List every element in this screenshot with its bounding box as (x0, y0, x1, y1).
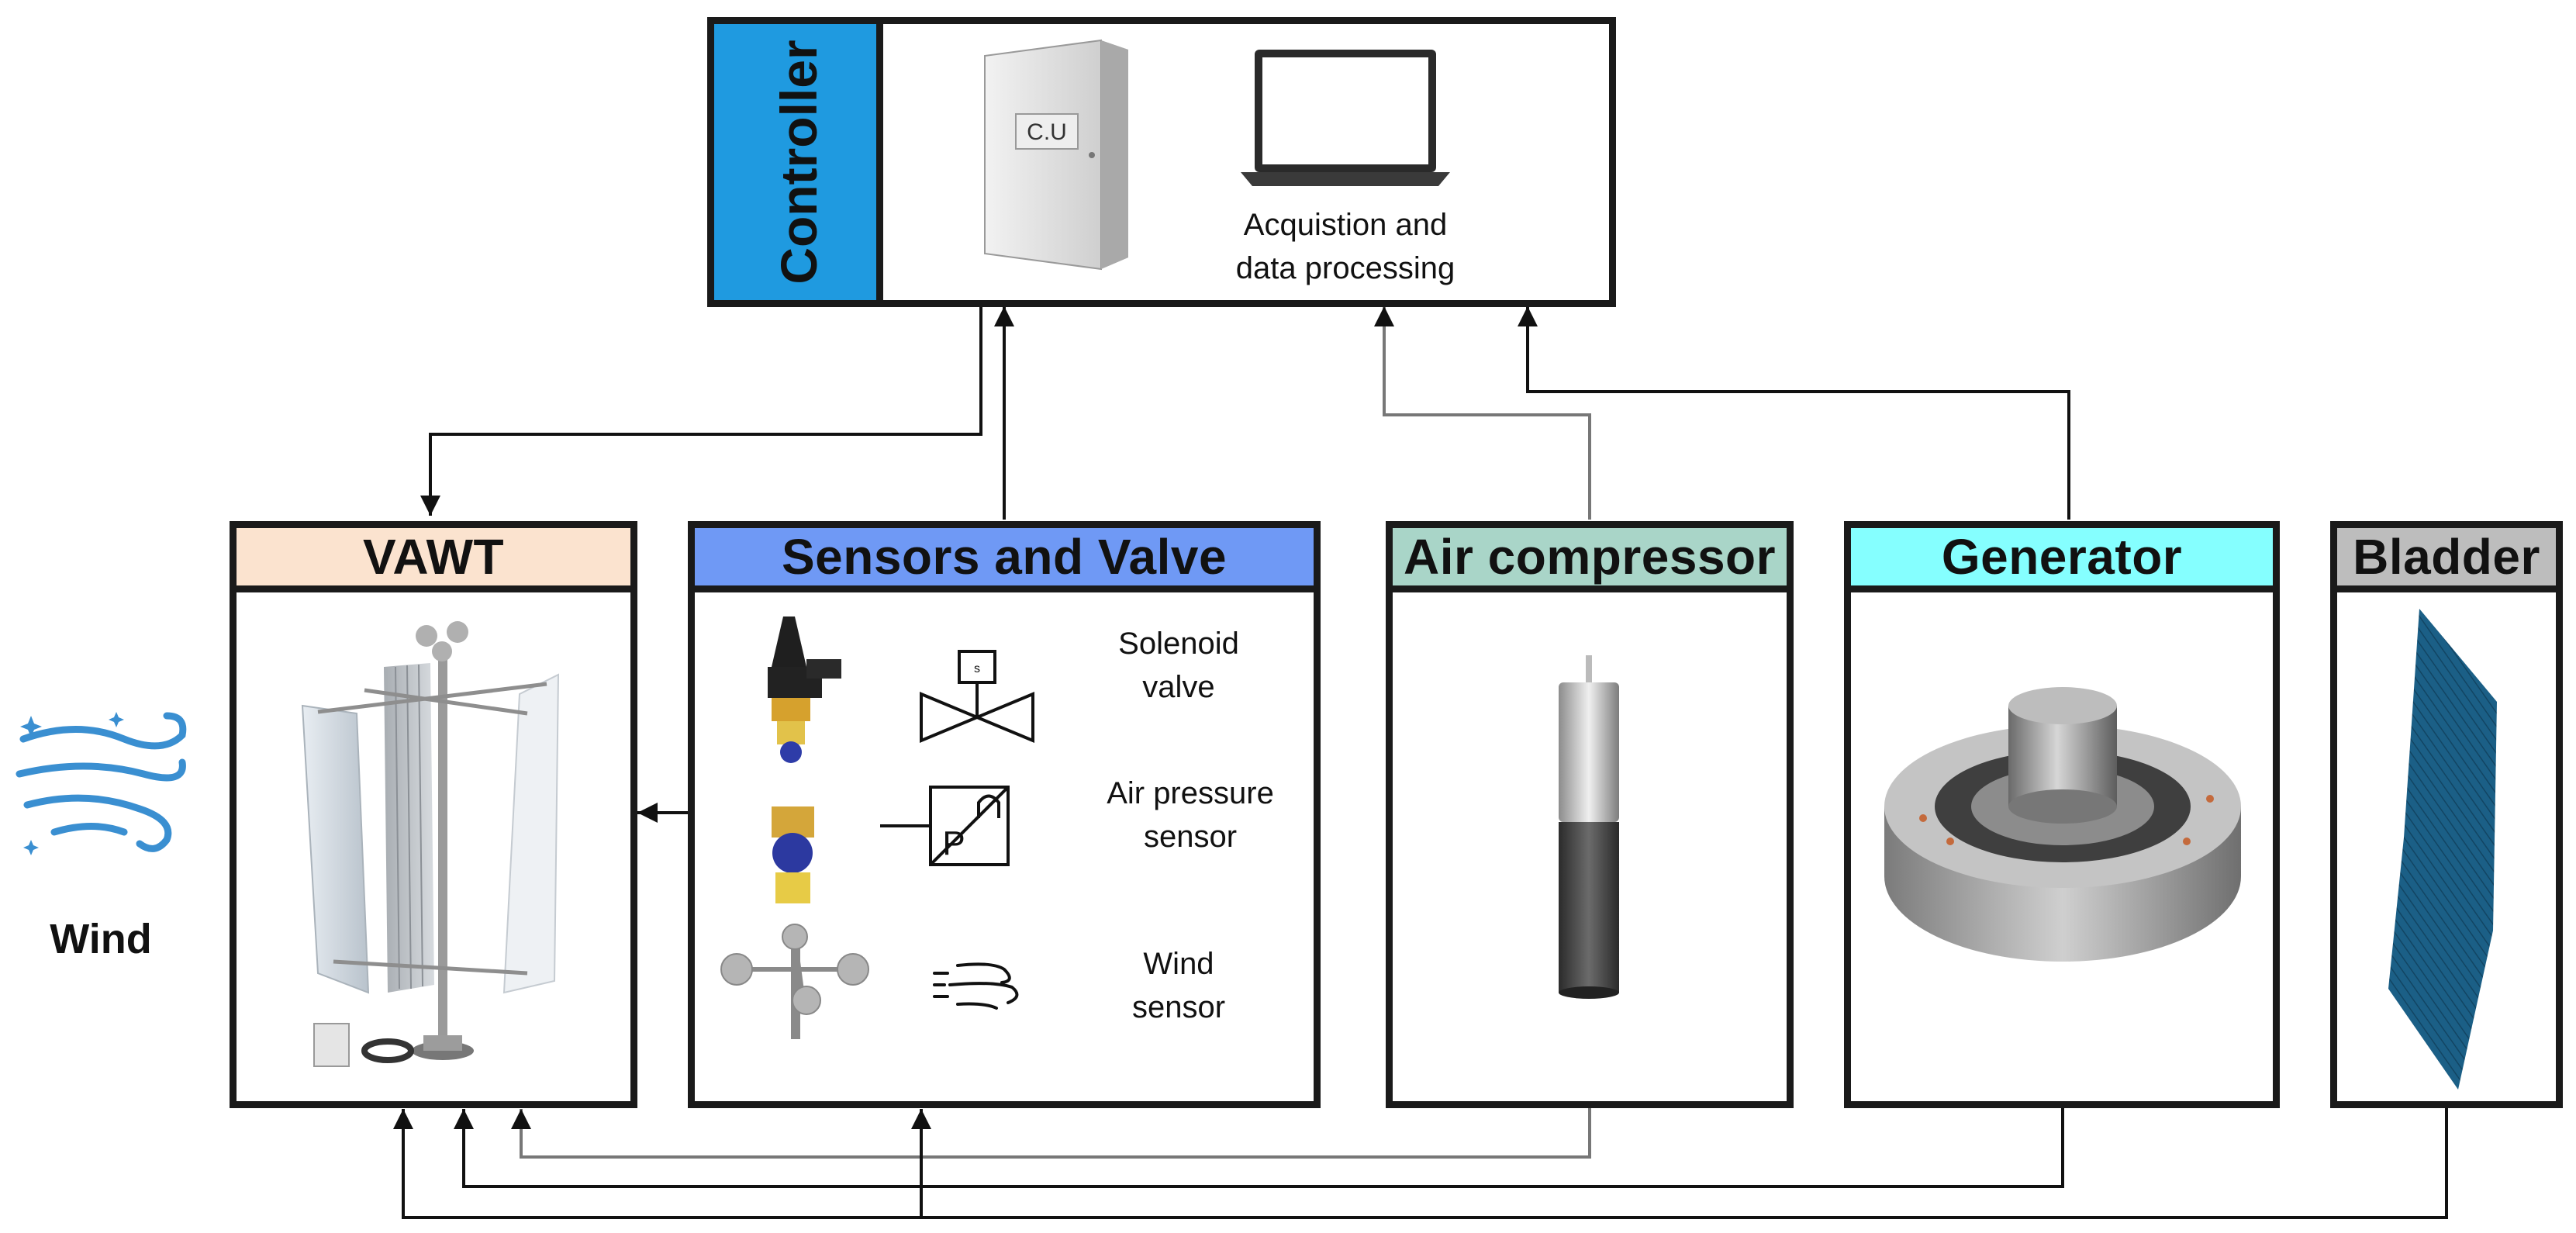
control-unit-cabinet-icon: C.U (984, 39, 1128, 271)
wind-sensor-symbol-icon (933, 962, 1019, 1010)
bladder-image (2388, 609, 2497, 1090)
wind-icon (16, 712, 187, 855)
solenoid-valve-device-icon (768, 616, 841, 763)
wind-sensor-label-line1: Wind (1143, 947, 1214, 981)
pressure-sensor-symbol-icon: P (880, 786, 1010, 866)
generator-header: Generator (1844, 521, 2280, 592)
wind-label: Wind (50, 916, 152, 962)
wind-sensor-anemometer-icon (720, 924, 869, 1039)
vawt-turbine-image (301, 621, 560, 1067)
laptop-caption-line1: Acquistion and (1243, 208, 1448, 242)
solenoid-label-line2: valve (1142, 670, 1215, 704)
sensors-header: Sensors and Valve (688, 521, 1321, 592)
air-compressor-image (1559, 655, 1619, 999)
pressure-label-line1: Air pressure (1107, 776, 1274, 810)
generator-to-vawt-arrow (454, 1107, 2064, 1188)
bladder-to-vawt-arrow (393, 1107, 2448, 1219)
laptop-caption-line2: data processing (1235, 251, 1455, 285)
solenoid-valve-symbol-icon: s (920, 650, 1034, 743)
compressor-to-vawt-arrow (511, 1107, 1591, 1159)
compressor-to-controller-arrow (1374, 306, 1591, 520)
controller-title-bar (714, 24, 883, 300)
pressure-label-line2: sensor (1143, 820, 1238, 854)
generator-image (1884, 687, 2241, 962)
laptop-icon (1241, 50, 1450, 186)
wind-sensor-label-line2: sensor (1131, 990, 1226, 1024)
pressure-sensor-device-icon (772, 806, 814, 903)
svg-text:s: s (974, 662, 980, 675)
svg-text:P: P (942, 824, 965, 862)
svg-text:C.U: C.U (1027, 119, 1067, 145)
controller-to-vawt-arrow (420, 304, 982, 516)
generator-to-controller-arrow (1518, 306, 2070, 520)
controller-title: Controller (770, 40, 827, 285)
solenoid-label-line1: Solenoid (1118, 627, 1239, 661)
vawt-header: VAWT (230, 521, 637, 592)
vawt-box (230, 585, 637, 1108)
compressor-header: Air compressor (1386, 521, 1794, 592)
bladder-header: Bladder (2330, 521, 2563, 592)
